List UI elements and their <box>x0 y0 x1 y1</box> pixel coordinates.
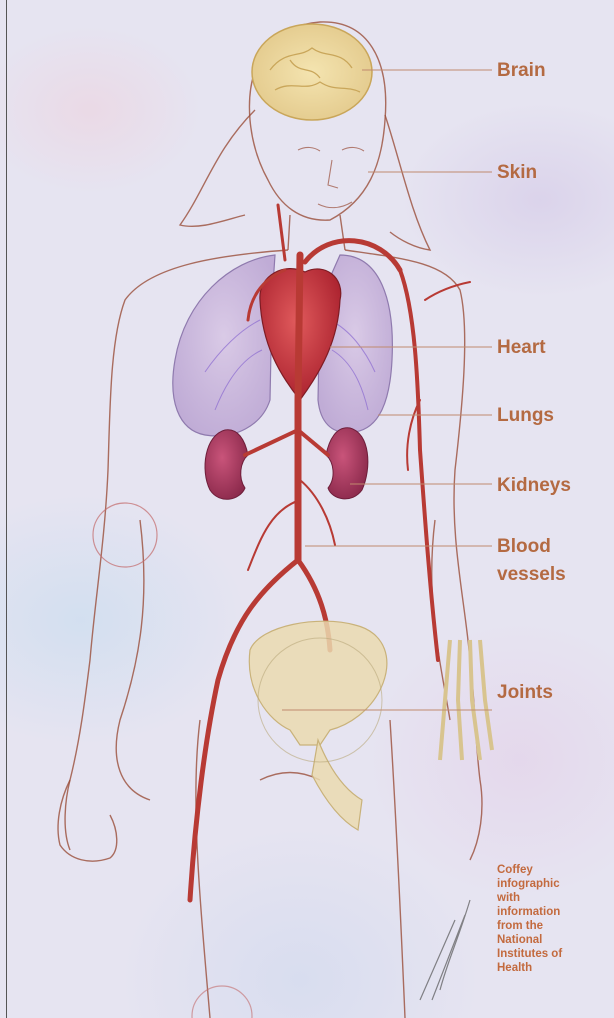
right-kidney <box>326 428 368 499</box>
carotid-left <box>278 205 285 260</box>
credit-line-8: Health <box>497 961 607 975</box>
femur <box>312 740 362 830</box>
credit-line-3: with <box>497 891 607 905</box>
pelvis-and-hip <box>249 621 492 830</box>
iliac-left <box>190 560 298 900</box>
renal-left <box>245 430 298 455</box>
hair-outline <box>180 110 430 250</box>
body-outline <box>58 22 482 1018</box>
credit-line-6: National <box>497 933 607 947</box>
face <box>298 147 364 207</box>
label-blood-vessels-line1: Blood <box>497 533 551 560</box>
credit-line-5: from the <box>497 919 607 933</box>
left-kidney <box>205 430 248 500</box>
credit-line-4: information <box>497 905 607 919</box>
crotch <box>260 773 320 781</box>
label-lungs: Lungs <box>497 402 554 429</box>
waist-left <box>116 520 150 800</box>
source-credit: Coffey infographic with information from… <box>497 863 607 975</box>
brain <box>252 24 372 120</box>
credit-line-7: Institutes of <box>497 947 607 961</box>
hand-bones <box>440 640 492 760</box>
artist-signature <box>420 900 470 1000</box>
label-kidneys: Kidneys <box>497 472 571 499</box>
bottom-detail-circle <box>192 986 252 1018</box>
label-joints: Joints <box>497 679 553 706</box>
credit-line-1: Coffey <box>497 863 607 877</box>
renal-right <box>298 430 328 455</box>
aorta <box>298 255 300 560</box>
right-arm-artery <box>400 270 438 660</box>
label-blood-vessels-line2: vessels <box>497 561 566 588</box>
label-heart: Heart <box>497 334 546 361</box>
leg-right <box>390 720 405 1018</box>
credit-line-2: infographic <box>497 877 607 891</box>
label-brain: Brain <box>497 57 546 84</box>
label-skin: Skin <box>497 159 537 186</box>
left-lung <box>173 255 275 436</box>
pelvis <box>249 621 387 745</box>
